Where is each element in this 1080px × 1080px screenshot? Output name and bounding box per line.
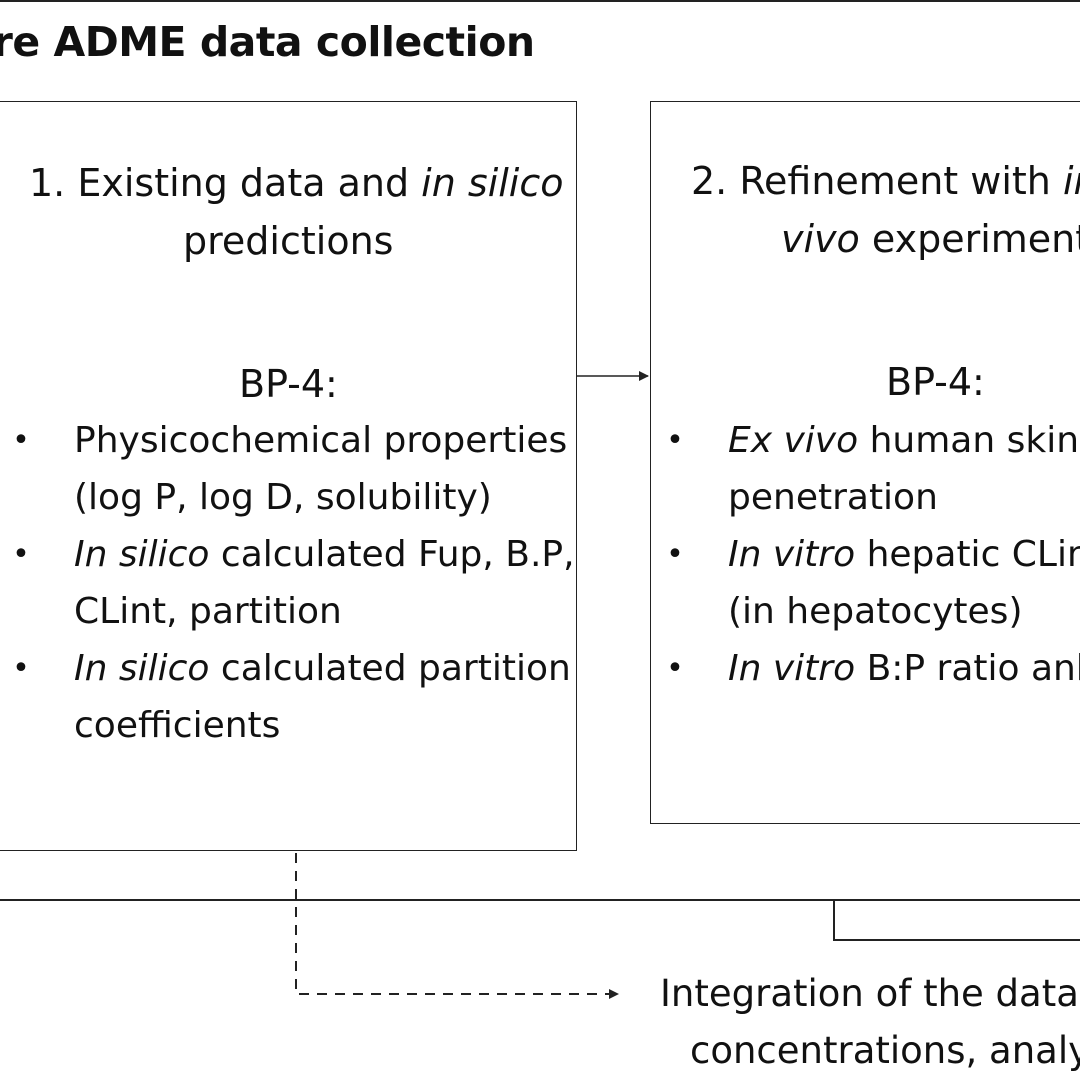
bracket-connector xyxy=(833,901,1080,941)
step-box-existing-data: 1. Existing data and in silico predictio… xyxy=(0,101,577,851)
step-box-1-bullet-list: • Physicochemical properties (log P, log D… xyxy=(11,412,575,754)
step-box-2-heading: 2. Refinement with in xyxy=(691,152,1080,210)
dashed-arrow-to-integration xyxy=(295,853,619,999)
item-text: calculated partition xyxy=(209,648,571,689)
step-box-2-heading-line2-rest: experiment xyxy=(859,217,1080,261)
step-box-2-heading-prefix: 2. Refinement with xyxy=(691,159,1063,203)
item-text: hepatic CLin xyxy=(855,534,1080,575)
item-continuation: (log P, log D, solubility) xyxy=(74,477,492,518)
section-bottom-border xyxy=(0,899,1080,901)
step-box-2-bp-label: BP-4: xyxy=(886,360,985,404)
integration-line2: concentrations, analy xyxy=(690,1029,1080,1072)
item-text: calculated Fup, B.P, xyxy=(209,534,575,575)
item-emphasis: Ex vivo xyxy=(728,420,859,461)
item-continuation: coefficients xyxy=(74,705,281,746)
frame-top-border xyxy=(0,0,1080,2)
step-box-2-heading-line2-emphasis: vivo xyxy=(781,217,860,261)
item-text: Physicochemical properties xyxy=(74,420,568,461)
list-item: • In silico calculated partition coefficie… xyxy=(11,640,575,754)
step-box-2-bullet-list: • Ex vivo human skin penetration • In vitro… xyxy=(665,412,1080,697)
bullet-icon: • xyxy=(666,423,684,458)
bullet-icon: • xyxy=(666,537,684,572)
bullet-icon: • xyxy=(666,651,684,686)
step-box-2-heading-emphasis: in xyxy=(1062,159,1080,203)
step-box-1-heading-emphasis: in silico xyxy=(421,161,564,205)
bullet-icon: • xyxy=(12,651,30,686)
integration-text: Integration of the data concentrations, … xyxy=(660,965,1080,1079)
item-text: human skin xyxy=(858,420,1080,461)
list-item: • Physicochemical properties (log P, log D… xyxy=(11,412,575,526)
step-box-2-heading-line2: vivo experiment xyxy=(781,210,1080,268)
list-item: • Ex vivo human skin penetration xyxy=(665,412,1080,526)
item-emphasis: In silico xyxy=(74,648,210,689)
bullet-icon: • xyxy=(12,423,30,458)
item-continuation: penetration xyxy=(728,477,938,518)
item-emphasis: In vitro xyxy=(728,648,856,689)
step-box-1-bp-label: BP-4: xyxy=(239,362,338,406)
item-continuation: CLint, partition xyxy=(74,591,342,632)
item-continuation: (in hepatocytes) xyxy=(728,591,1023,632)
list-item: • In vitro B:P ratio anb xyxy=(665,640,1080,697)
step-box-1-heading-prefix: 1. Existing data and xyxy=(29,161,422,205)
step-box-1-heading-line2: predictions xyxy=(183,219,394,263)
list-item: • In vitro hepatic CLin (in hepatocytes) xyxy=(665,526,1080,640)
integration-line1: Integration of the data xyxy=(660,972,1079,1015)
item-emphasis: In silico xyxy=(74,534,210,575)
list-item: • In silico calculated Fup, B.P, CLint, pa… xyxy=(11,526,575,640)
bullet-icon: • xyxy=(12,537,30,572)
item-emphasis: In vitro xyxy=(728,534,856,575)
item-text: B:P ratio anb xyxy=(855,648,1080,689)
section-title: ore ADME data collection xyxy=(0,18,535,66)
step-box-1-heading: 1. Existing data and in silico xyxy=(29,154,564,212)
step-box-refinement: 2. Refinement with in vivo experiment BP… xyxy=(650,101,1080,824)
